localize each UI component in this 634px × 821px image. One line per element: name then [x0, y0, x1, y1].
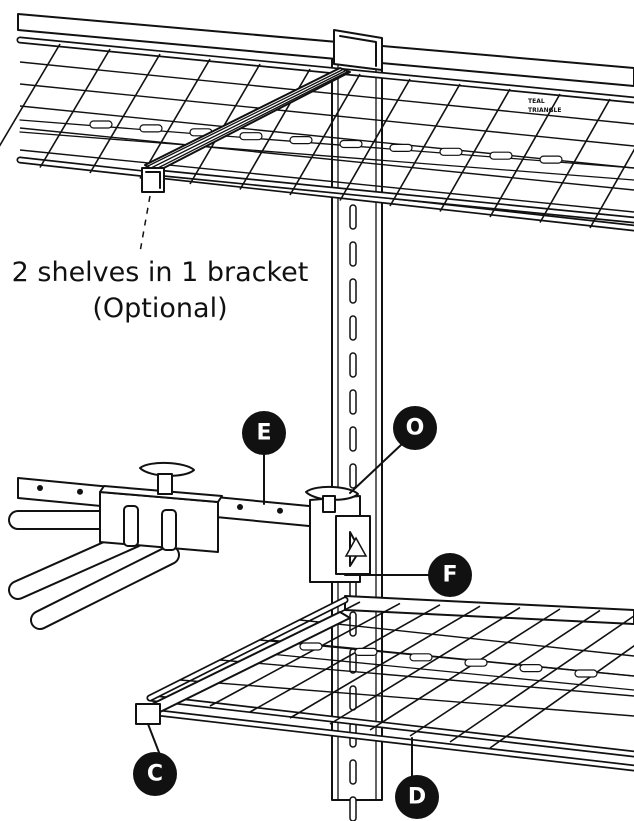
bottom-wire-shelf	[135, 595, 634, 779]
top-channel-slot	[439, 147, 463, 156]
top-grid-wire	[539, 98, 611, 223]
standard-slot	[349, 241, 357, 267]
top-shelf-grid	[0, 43, 634, 229]
standard-slot	[349, 204, 357, 230]
top-grid-wire	[19, 105, 634, 169]
label-badge-d: D	[395, 775, 439, 819]
top-channel-slot	[239, 132, 263, 141]
rod-bracket-assembly	[8, 443, 431, 630]
callout-line2: (Optional)	[92, 293, 227, 324]
standard-slot	[349, 611, 357, 637]
top-channel-slot	[539, 155, 563, 164]
bottom-grid-wire	[179, 679, 634, 717]
top-channel-slot	[489, 151, 513, 160]
bracket-bar-hole	[37, 485, 43, 491]
bottom-channel-slot	[464, 658, 488, 667]
bottom-grid-wire	[209, 602, 401, 707]
bottom-grid-wire	[409, 609, 601, 737]
warning-triangle-icon	[344, 536, 368, 557]
top-channel-slot	[139, 124, 163, 133]
bottom-grid-wire	[489, 644, 634, 749]
brand-mark-top-line1: TEAL	[528, 98, 545, 105]
label-e: E	[256, 421, 271, 446]
bottom-grid-wire	[289, 605, 481, 719]
callout-text: 2 shelves in 1 bracket (Optional)	[0, 250, 325, 330]
top-grid-wire	[339, 78, 411, 201]
bottom-channel-slot	[354, 647, 378, 657]
bottom-shelf-channel-slots	[299, 642, 598, 678]
bracket-bar-hole	[277, 507, 283, 514]
top-grid-wire	[139, 58, 211, 179]
top-grid-wire	[19, 127, 634, 191]
bottom-grid-wire	[329, 606, 521, 725]
top-grid-wire	[389, 83, 461, 207]
top-channel-slot	[289, 136, 313, 145]
bottom-channel-slot	[299, 642, 323, 651]
label-o: O	[406, 416, 425, 441]
top-grid-wire	[189, 63, 261, 185]
top-grid-wire	[589, 148, 634, 229]
label-badge-c: C	[133, 752, 177, 796]
label-badge-o: O	[393, 406, 437, 450]
bottom-grid-wire	[449, 614, 634, 743]
top-grid-wire	[289, 73, 361, 196]
standard-slot	[349, 315, 357, 341]
standard-slot	[349, 389, 357, 415]
bottom-channel-slot	[519, 663, 543, 673]
bottom-grid-wire	[249, 604, 441, 713]
standard-slot	[349, 759, 357, 785]
bottom-grid-wire	[369, 608, 561, 731]
label-d: D	[408, 785, 426, 810]
top-grid-wire	[0, 43, 61, 147]
label-c: C	[147, 762, 163, 787]
standard-slot	[349, 278, 357, 304]
top-grid-wire	[19, 83, 634, 147]
standard-slot	[349, 426, 357, 452]
standard-slot	[349, 352, 357, 378]
bottom-channel-slot	[409, 653, 433, 662]
standard-slot	[349, 796, 357, 821]
top-wire-shelf: TEAL TRIANGLE	[0, 13, 634, 232]
top-shelf-channel-slots	[89, 120, 563, 164]
top-channel-slot	[89, 120, 113, 129]
bottom-channel-slot	[574, 669, 598, 678]
label-badge-e: E	[242, 411, 286, 455]
standard-slot	[349, 685, 357, 711]
label-badge-f: F	[428, 553, 472, 597]
top-channel-slot	[389, 143, 413, 152]
top-grid-wire	[89, 53, 161, 174]
top-grid-wire	[19, 61, 634, 125]
bottom-grid-wire	[219, 659, 634, 697]
top-grid-wire	[19, 149, 634, 213]
callout-leader-line	[139, 195, 151, 253]
standard-slot	[349, 463, 357, 489]
bottom-grid-wire	[299, 619, 634, 657]
top-grid-wire	[489, 93, 561, 218]
top-grid-wire	[39, 48, 111, 168]
brand-mark-top-line2: TRIANGLE	[528, 107, 561, 114]
top-channel-slot	[339, 139, 363, 149]
callout-line1: 2 shelves in 1 bracket	[12, 257, 309, 288]
bracket-bar-hole	[237, 504, 243, 510]
label-f: F	[442, 563, 457, 588]
top-grid-wire	[439, 88, 511, 212]
bracket-bar-hole	[77, 488, 83, 495]
